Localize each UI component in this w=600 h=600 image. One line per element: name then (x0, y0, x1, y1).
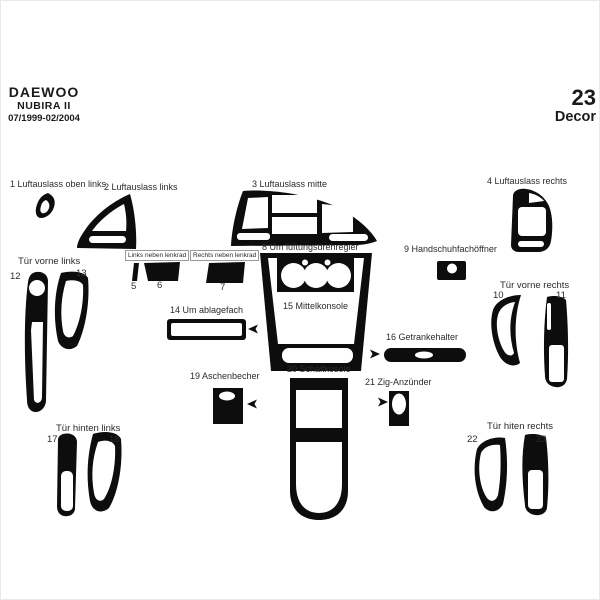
part-8-climate-panel-shape (277, 256, 354, 292)
number-part12: 12 (10, 271, 21, 282)
part-13-shape (54, 271, 89, 350)
part-9-shape (437, 261, 466, 280)
piece-count-block: 23 Decor (555, 87, 596, 125)
part-18-shape (87, 431, 122, 512)
part-7-shape (206, 262, 245, 283)
label-part14: 14 Um ablagefach (170, 305, 244, 315)
label-part8: 8 Um lüftungsdrehregler (262, 242, 359, 252)
callout-arrow-icon (247, 399, 257, 409)
part-16-shape (384, 348, 466, 362)
label-links-neben-lenkrad: Links neben lenkrad (125, 250, 190, 261)
part-3-center-dash-shape (231, 190, 377, 246)
callout-arrow-icon (370, 349, 380, 359)
label-tuer-hinten-links: Tür hinten links (56, 423, 121, 434)
part-12-shape (24, 271, 48, 412)
number-part5: 5 (131, 281, 137, 292)
brand-block: DAEWOO NUBIRA II 07/1999-02/2004 (2, 85, 86, 123)
part-5-shape (132, 263, 139, 281)
label-rechts-neben-lenkrad: Rechts neben lenkrad (190, 250, 260, 261)
model-name: NUBIRA II (17, 100, 71, 112)
part-4-vent-shape (511, 188, 553, 252)
callout-arrow-icon (378, 397, 388, 407)
label-tuer-hinten-rechts: Tür hiten rechts (487, 421, 553, 432)
number-part17: 17 (47, 434, 58, 445)
model-years: 07/1999-02/2004 (8, 112, 80, 124)
number-part10: 10 (493, 290, 504, 301)
brand-name: DAEWOO (8, 84, 80, 100)
label-part3: 3 Luftauslass mitte (252, 179, 328, 189)
callout-arrow-icon (248, 324, 258, 334)
part-23-shape (522, 434, 549, 516)
label-tuer-vorne-rechts: Tür vorne rechts (500, 280, 570, 291)
number-part7: 7 (220, 282, 226, 293)
label-part20: 20 Schaltkosole (287, 364, 351, 374)
number-part23: 23 (536, 434, 547, 445)
label-part9: 9 Handschuhfachöffner (404, 244, 497, 254)
part-11-shape (543, 296, 569, 388)
label-part15: 15 Mittelkonsole (283, 301, 349, 311)
label-part1: 1 Luftauslass oben links (10, 179, 107, 189)
part-1-vent-shape (35, 193, 55, 218)
label-part4: 4 Luftauslass rechts (487, 176, 568, 186)
number-part13: 13 (76, 268, 87, 279)
piece-count-caption: Decor (554, 109, 596, 125)
number-part6: 6 (157, 280, 163, 291)
part-19-shape (213, 388, 243, 424)
number-part22: 22 (467, 434, 478, 445)
number-part11: 11 (556, 290, 566, 301)
part-17-shape (57, 433, 77, 517)
part-22-shape (474, 437, 508, 512)
part-20-shape (290, 378, 348, 520)
label-part16: 16 Getrankehalter (386, 332, 459, 342)
part-14-shape (167, 319, 246, 340)
label-part21: 21 Zig-Anzünder (365, 377, 432, 387)
label-tuer-vorne-links: Tür vorne links (18, 256, 81, 267)
part-21-shape (389, 391, 409, 426)
number-part18: 18 (109, 434, 120, 445)
label-part19: 19 Aschenbecher (190, 371, 260, 381)
part-6-shape (144, 262, 180, 281)
label-part2: 2 Luftauslass links (104, 182, 178, 192)
part-10-shape (491, 295, 521, 366)
part-2-vent-shape (77, 194, 137, 249)
piece-count: 23 (571, 85, 596, 110)
